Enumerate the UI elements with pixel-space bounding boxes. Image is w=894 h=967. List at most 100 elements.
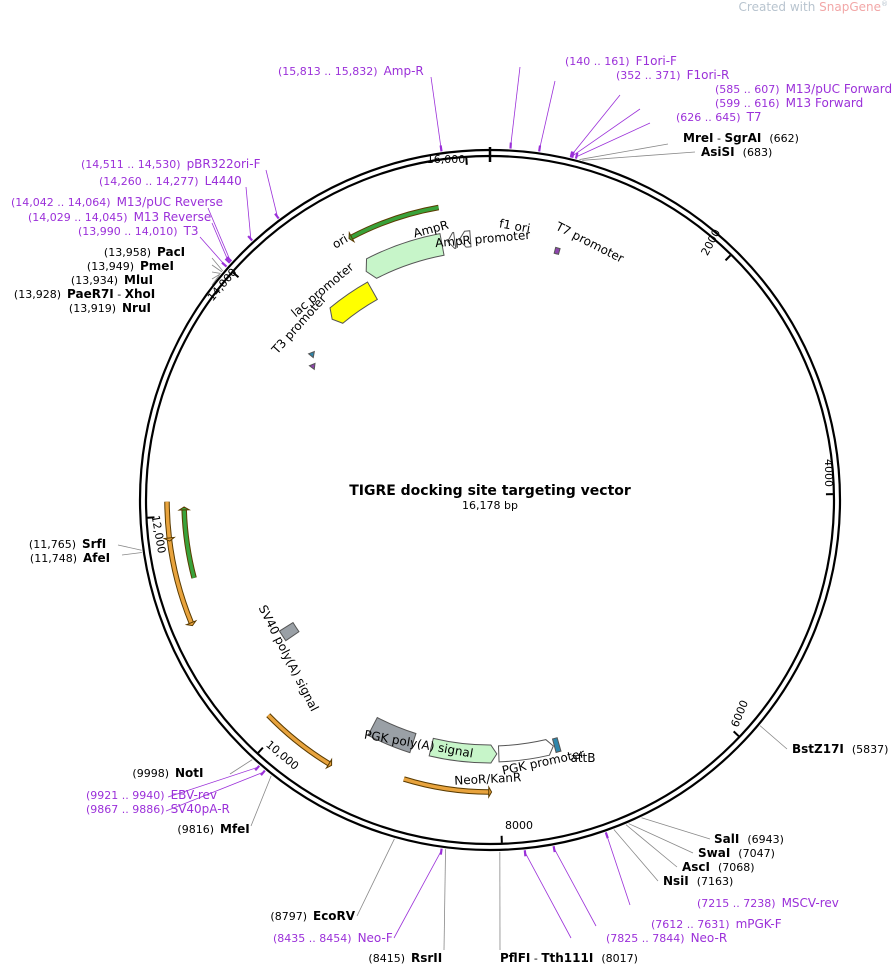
site-label[interactable]: AfeI: [83, 551, 110, 565]
site-name[interactable]: MluI: [124, 273, 153, 287]
primer-mark: [574, 152, 579, 159]
site-label[interactable]: PacI: [157, 245, 185, 259]
plasmid-name[interactable]: TIGRE docking site targeting vector: [349, 483, 631, 499]
plasmid-size: 16,178 bp: [462, 499, 518, 512]
site-label[interactable]: RsrII: [411, 951, 442, 965]
feature-ampr-promoter[interactable]: [447, 231, 457, 249]
site-label[interactable]: EcoRV: [313, 909, 356, 923]
site-label[interactable]: NruI: [122, 301, 151, 315]
primer-leader: [265, 169, 278, 217]
primer-position: (15,813 .. 15,832): [278, 65, 378, 78]
site-position: (13,949): [87, 260, 134, 273]
primer-position: (13,990 .. 14,010): [78, 225, 178, 238]
primer-label[interactable]: M13 Reverse: [134, 210, 212, 224]
primer-leader: [165, 771, 264, 812]
site-label[interactable]: MluI: [124, 273, 153, 287]
site-name[interactable]: SalI: [714, 832, 739, 846]
site-name[interactable]: SwaI: [698, 846, 730, 860]
site-name[interactable]: PmeI: [140, 259, 174, 273]
primer-label[interactable]: F1ori-F: [636, 54, 677, 68]
site-name[interactable]: AscI: [682, 860, 710, 874]
feature-attb[interactable]: [551, 737, 562, 754]
primer-mark: [247, 235, 253, 242]
primer-leader: [524, 852, 572, 939]
primer-leader: [245, 186, 252, 240]
primer-label[interactable]: Neo-F: [358, 931, 393, 945]
site-name[interactable]: NruI: [122, 301, 151, 315]
site-label[interactable]: MreI - SgrAI: [683, 131, 761, 145]
feature-shapes: [278, 230, 562, 764]
orf-arrowhead: [177, 506, 191, 511]
primer-label[interactable]: T3: [183, 224, 199, 238]
feature-pgk-poly-a-signal[interactable]: [367, 716, 417, 754]
site-name-2[interactable]: Tth111I: [541, 951, 593, 965]
orf-arrowhead: [162, 536, 176, 542]
site-label[interactable]: PaeR7I - XhoI: [67, 287, 155, 301]
feature-sv40-poly-a-signal[interactable]: [278, 621, 300, 642]
primer-label[interactable]: MSCV-rev: [782, 896, 839, 910]
primer-label[interactable]: SV40pA-R: [171, 802, 230, 816]
site-name[interactable]: AfeI: [83, 551, 110, 565]
primer-leader: [393, 850, 442, 939]
feature-ori[interactable]: [329, 281, 379, 324]
primer-label[interactable]: M13/pUC Reverse: [117, 195, 224, 209]
orf-arrows: [162, 204, 493, 799]
site-position: (6943): [747, 833, 784, 846]
site-label[interactable]: NotI: [175, 766, 204, 780]
site-label[interactable]: PflFI - Tth111I: [500, 951, 593, 965]
site-name[interactable]: SrfI: [82, 537, 106, 551]
site-label[interactable]: SalI: [714, 832, 739, 846]
orf-arrow: [182, 509, 196, 579]
site-name-2[interactable]: XhoI: [125, 287, 156, 301]
feature-t7-promoter[interactable]: [553, 246, 561, 255]
primer-label[interactable]: F1ori-R: [687, 68, 730, 82]
feature-ampr[interactable]: [365, 233, 445, 279]
primer-leader: [606, 834, 631, 906]
site-name[interactable]: PacI: [157, 245, 185, 259]
feature-lac-promoter[interactable]: [307, 350, 315, 359]
site-label[interactable]: MfeI: [220, 822, 250, 836]
site-leader: [582, 151, 696, 161]
site-separator: -: [530, 952, 541, 965]
primer-label[interactable]: mPGK-F: [736, 917, 782, 931]
site-name[interactable]: BstZ17I: [792, 742, 844, 756]
primer-label[interactable]: EBV-rev: [171, 788, 217, 802]
site-name[interactable]: NotI: [175, 766, 204, 780]
site-position: (13,958): [104, 246, 151, 259]
site-name[interactable]: AsiSI: [701, 145, 735, 159]
primer-leader: [167, 766, 259, 798]
site-label[interactable]: NsiI: [663, 874, 689, 888]
site-name[interactable]: RsrII: [411, 951, 442, 965]
site-label[interactable]: AscI: [682, 860, 710, 874]
site-name[interactable]: EcoRV: [313, 909, 356, 923]
site-label[interactable]: SwaI: [698, 846, 730, 860]
feature-neor-kanr[interactable]: [428, 737, 498, 764]
primer-label[interactable]: M13 Forward: [786, 96, 864, 110]
site-name[interactable]: MreI: [683, 131, 713, 145]
feature-pgk-promoter[interactable]: [497, 739, 554, 763]
site-label[interactable]: AsiSI: [701, 145, 735, 159]
orf-arrow: [266, 713, 330, 766]
primer-label[interactable]: Amp-R: [384, 64, 424, 78]
primer-label[interactable]: M13/pUC Forward: [786, 82, 893, 96]
site-name[interactable]: PflFI: [500, 951, 530, 965]
site-name[interactable]: MfeI: [220, 822, 250, 836]
feature-f1-ori[interactable]: [458, 230, 472, 248]
primer-label[interactable]: L4440: [205, 174, 242, 188]
site-label[interactable]: BstZ17I: [792, 742, 844, 756]
site-name[interactable]: NsiI: [663, 874, 689, 888]
orf-arrow: [350, 205, 439, 239]
site-label[interactable]: PmeI: [140, 259, 174, 273]
primer-label[interactable]: pBR322ori-F: [187, 157, 261, 171]
site-label[interactable]: SrfI: [82, 537, 106, 551]
site-name[interactable]: PaeR7I: [67, 287, 114, 301]
primer-position: (7215 .. 7238): [697, 897, 776, 910]
feature-t3-promoter[interactable]: [308, 362, 316, 371]
tick-label: 16,000: [427, 153, 466, 166]
site-name-2[interactable]: SgrAI: [724, 131, 761, 145]
feature-label-ori: ori: [330, 232, 351, 252]
primer-label[interactable]: Neo-R: [691, 931, 728, 945]
orf-arrowhead: [184, 619, 198, 627]
primer-label[interactable]: T7: [746, 110, 762, 124]
tick-mark: [257, 746, 264, 754]
